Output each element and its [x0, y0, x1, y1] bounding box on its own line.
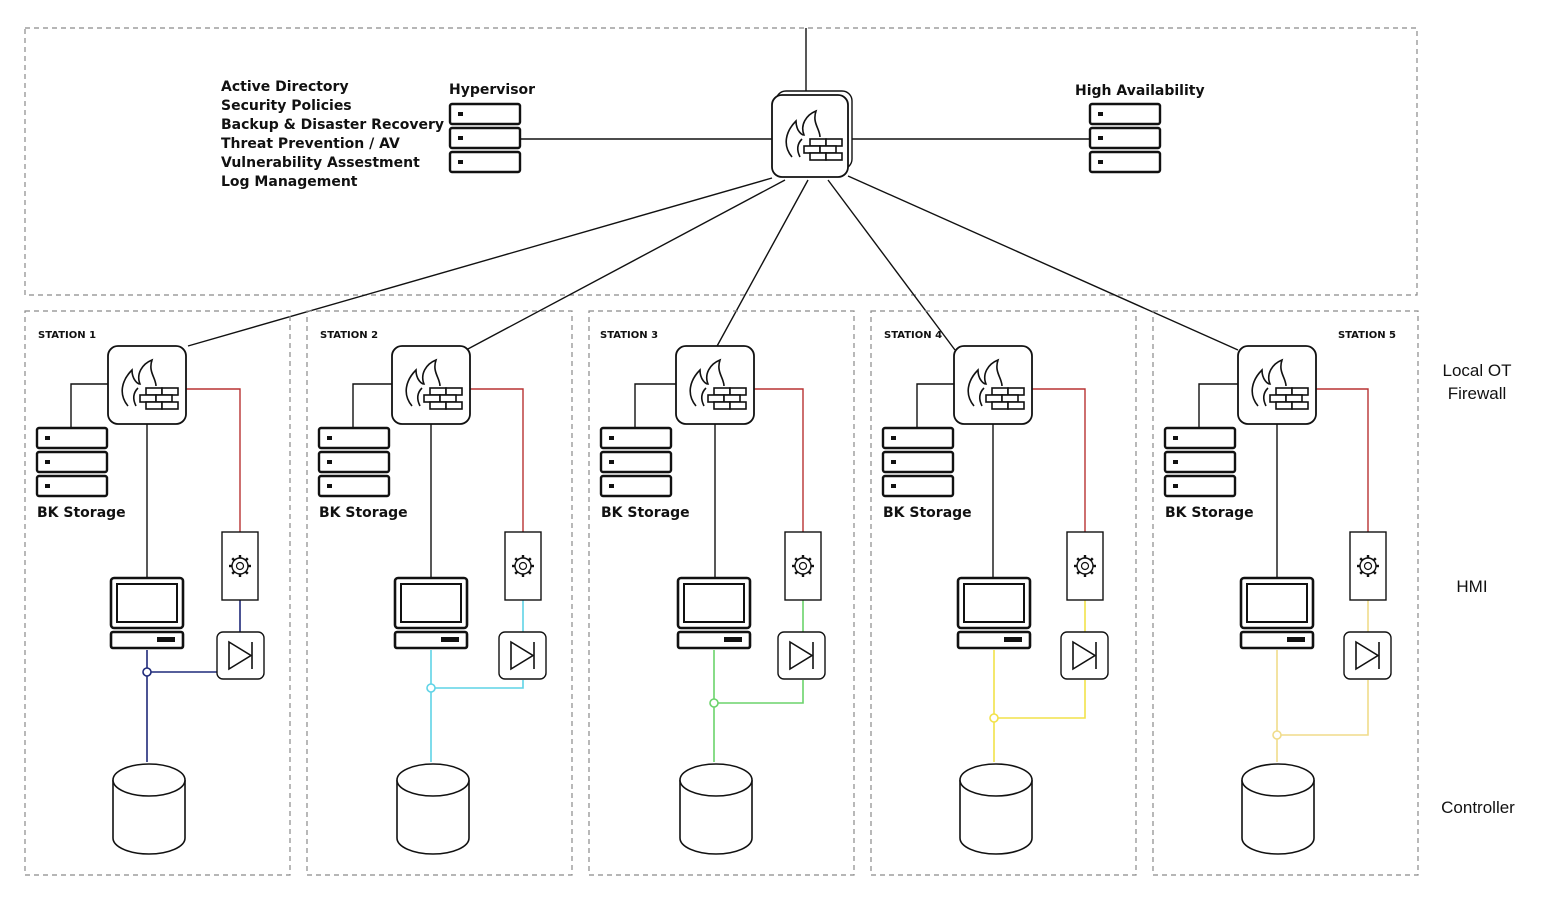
- central-firewall-icon: [771, 90, 853, 178]
- high-availability-server-icon: [1088, 102, 1162, 174]
- data-diode-icon: [498, 631, 547, 680]
- link-firewall-storage: [70, 383, 108, 428]
- bk-storage-server-icon: [1163, 426, 1237, 498]
- row-label-hmi: HMI: [1456, 577, 1487, 596]
- link-firewall-gear: [1316, 388, 1369, 532]
- bk-storage-server-icon: [599, 426, 673, 498]
- controller-database-icon: [112, 763, 186, 855]
- local-firewall-icon: [675, 345, 755, 425]
- bk-storage-label: BK Storage: [319, 505, 408, 521]
- station-3: STATION 3 BK Storage: [588, 310, 855, 876]
- hmi-computer-icon: [676, 576, 752, 650]
- link-to-station-3: [715, 179, 809, 349]
- data-diode-icon: [777, 631, 826, 680]
- link-firewall-storage: [352, 383, 392, 428]
- local-firewall-icon: [953, 345, 1033, 425]
- bk-storage-label: BK Storage: [601, 505, 690, 521]
- service-item: Log Management: [221, 174, 358, 190]
- link-diode-junction: [1277, 680, 1369, 736]
- station-name: STATION 2: [320, 330, 378, 341]
- gear-icon: [1066, 531, 1104, 601]
- service-item: Security Policies: [221, 98, 352, 114]
- junction-node: [989, 713, 999, 723]
- data-diode-icon: [1343, 631, 1392, 680]
- local-firewall-icon: [107, 345, 187, 425]
- data-diode-icon: [1060, 631, 1109, 680]
- bk-storage-server-icon: [317, 426, 391, 498]
- local-firewall-icon: [391, 345, 471, 425]
- station-name: STATION 1: [38, 330, 96, 341]
- local-firewall-icon: [1237, 345, 1317, 425]
- data-diode-icon: [216, 631, 265, 680]
- service-item: Backup & Disaster Recovery: [221, 117, 444, 133]
- junction-node: [709, 698, 719, 708]
- gear-icon: [784, 531, 822, 601]
- service-item: Vulnerability Assestment: [221, 155, 420, 171]
- link-to-station-5: [847, 175, 1239, 351]
- high-availability-label: High Availability: [1075, 83, 1205, 99]
- link-to-station-2: [465, 179, 786, 351]
- bk-storage-server-icon: [881, 426, 955, 498]
- link-firewall-storage: [916, 383, 954, 428]
- bk-storage-label: BK Storage: [883, 505, 972, 521]
- link-firewall-storage: [1198, 383, 1238, 428]
- row-label-firewall-2: Firewall: [1448, 384, 1507, 403]
- link-firewall-storage: [634, 383, 676, 428]
- service-item: Active Directory: [221, 79, 349, 95]
- link-diode-junction: [714, 680, 804, 704]
- junction-node: [426, 683, 436, 693]
- link-diode-junction: [994, 680, 1086, 719]
- station-name: STATION 3: [600, 330, 658, 341]
- link-diode-junction: [431, 680, 524, 689]
- link-firewall-gear: [1032, 388, 1086, 532]
- hmi-computer-icon: [956, 576, 1032, 650]
- station-2: STATION 2 BK Storage: [306, 310, 573, 876]
- station-5: STATION 5 BK Storage: [1152, 310, 1419, 876]
- bk-storage-label: BK Storage: [37, 505, 126, 521]
- service-item: Threat Prevention / AV: [221, 136, 400, 152]
- controller-database-icon: [1241, 763, 1315, 855]
- bk-storage-label: BK Storage: [1165, 505, 1254, 521]
- station-name: STATION 4: [884, 330, 942, 341]
- station-4: STATION 4 BK Storage: [870, 310, 1137, 876]
- controller-database-icon: [396, 763, 470, 855]
- link-firewall-gear: [754, 388, 804, 532]
- row-label-controller: Controller: [1441, 798, 1515, 817]
- bk-storage-server-icon: [35, 426, 109, 498]
- station-name: STATION 5: [1338, 330, 1396, 341]
- hmi-computer-icon: [109, 576, 185, 650]
- row-label-firewall: Local OT: [1443, 361, 1512, 380]
- link-firewall-gear: [186, 388, 241, 532]
- station-1: STATION 1 BK Storage: [24, 310, 291, 876]
- junction-node: [142, 667, 152, 677]
- controller-database-icon: [679, 763, 753, 855]
- link-to-station-4: [827, 179, 956, 351]
- link-firewall-gear: [470, 388, 524, 532]
- gear-icon: [504, 531, 542, 601]
- link-to-station-1: [187, 177, 773, 347]
- hypervisor-label: Hypervisor: [449, 82, 535, 98]
- junction-node: [1272, 730, 1282, 740]
- services-list: Active Directory Security Policies Backu…: [221, 79, 444, 190]
- controller-database-icon: [959, 763, 1033, 855]
- hmi-computer-icon: [393, 576, 469, 650]
- gear-icon: [221, 531, 259, 601]
- gear-icon: [1349, 531, 1387, 601]
- hypervisor-server-icon: [448, 102, 522, 174]
- central-zone: [24, 27, 1418, 296]
- hmi-computer-icon: [1239, 576, 1315, 650]
